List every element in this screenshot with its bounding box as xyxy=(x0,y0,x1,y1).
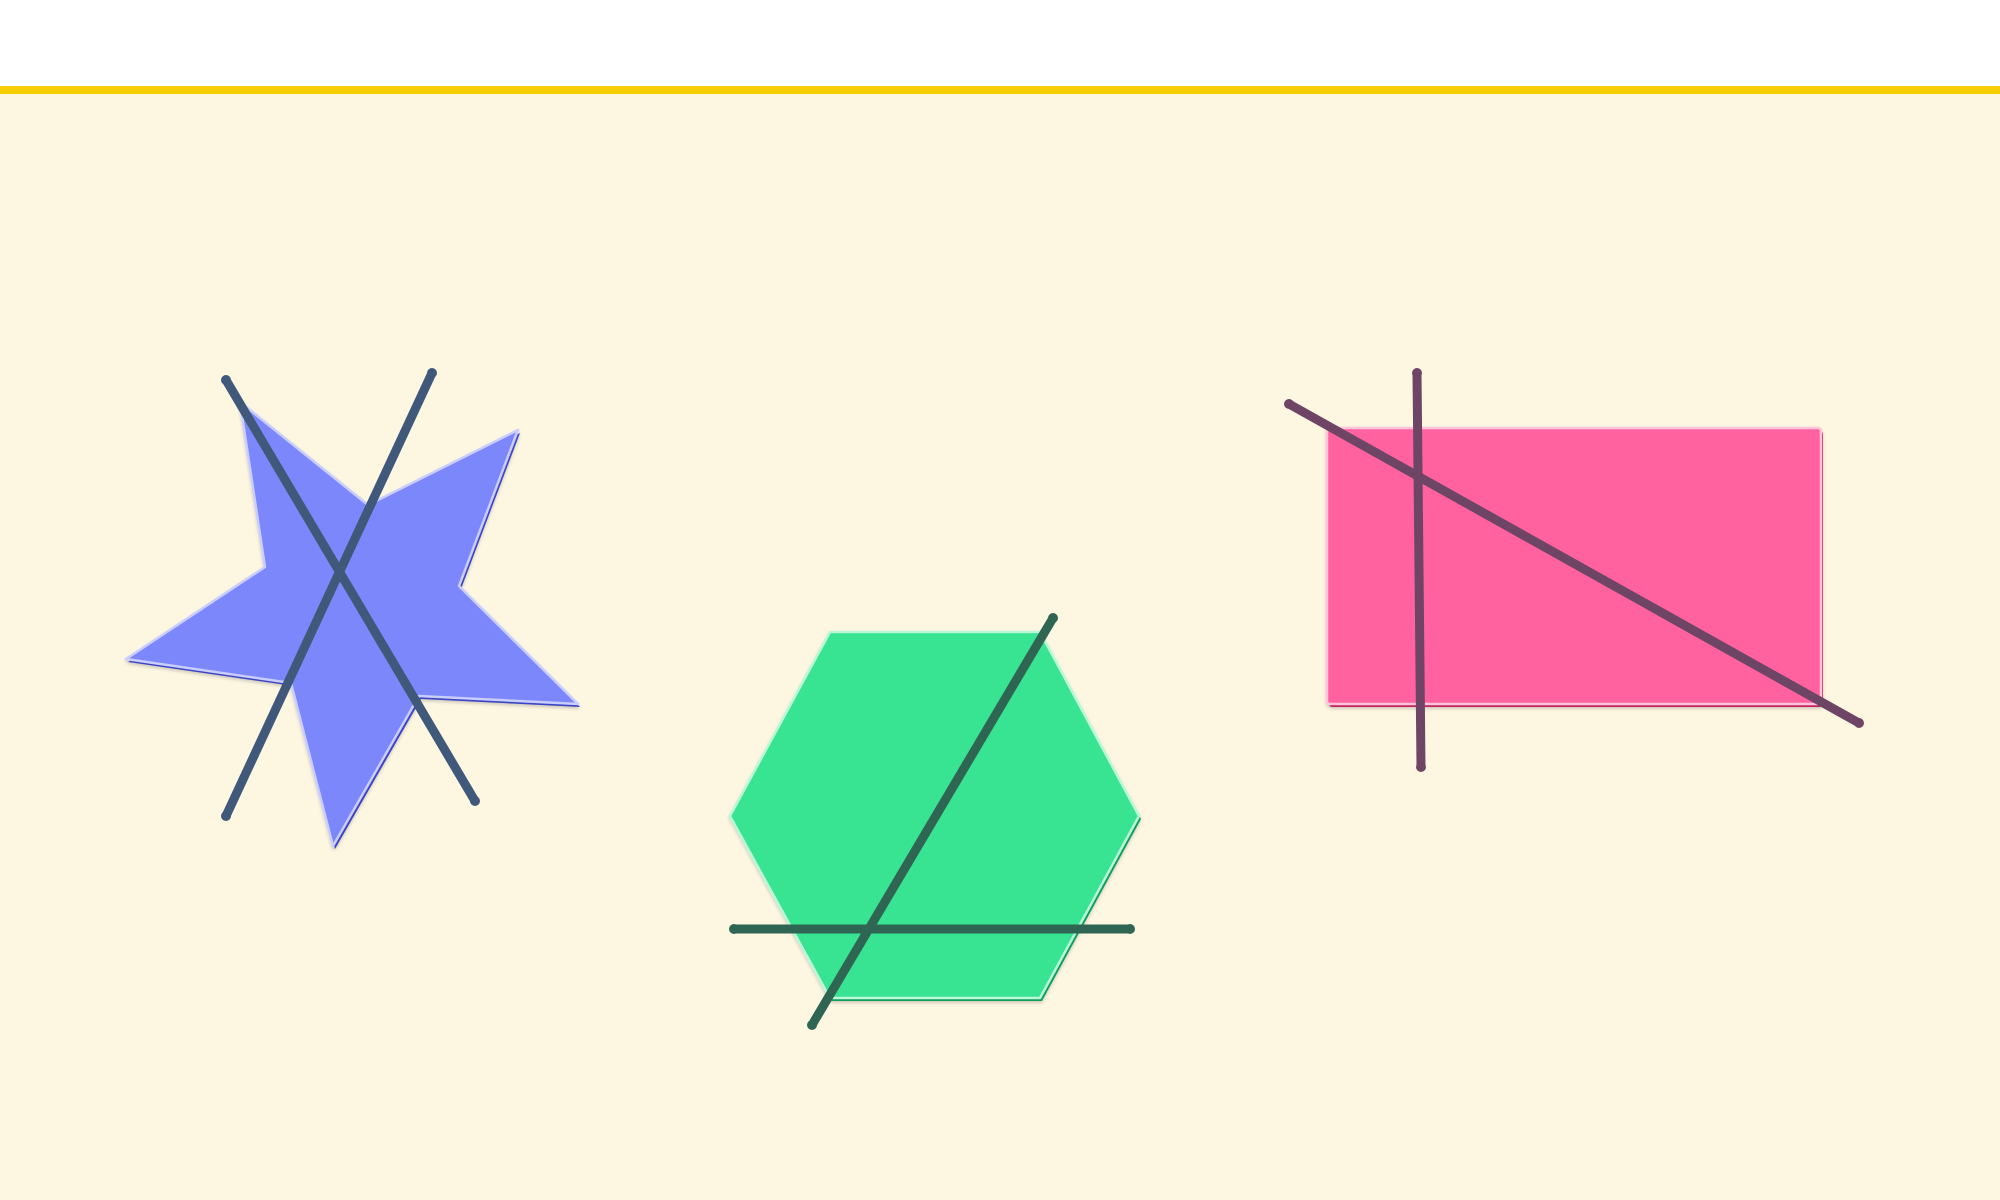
rectangle-cut-line-2[interactable] xyxy=(1412,368,1426,772)
rectangle-cut-line-2-end-handle[interactable] xyxy=(1416,762,1426,772)
star-cut-line-2-start-handle[interactable] xyxy=(427,368,437,378)
hexagon-cut-line-2-start-handle[interactable] xyxy=(729,924,739,934)
rectangle-cut-line-1-end-handle[interactable] xyxy=(1854,718,1864,728)
hexagon-cut-line-1-start-handle[interactable] xyxy=(1048,613,1058,623)
hexagon-cut-line-1-end-handle[interactable] xyxy=(807,1020,817,1030)
header-bar xyxy=(0,0,2000,88)
rectangle-cut-line-2-start-handle[interactable] xyxy=(1412,368,1422,378)
header-divider xyxy=(0,86,2000,94)
star-cut-line-2-end-handle[interactable] xyxy=(221,811,231,821)
star-cut-line-1-start-handle[interactable] xyxy=(221,375,231,385)
hexagon-cut-line-1[interactable] xyxy=(807,613,1058,1030)
star-cut-line-2[interactable] xyxy=(221,368,437,821)
hexagon-cut-line-2-end-handle[interactable] xyxy=(1125,924,1135,934)
cut-lines xyxy=(221,368,1864,1030)
star-piece[interactable] xyxy=(124,400,580,849)
star-cut-line-1[interactable] xyxy=(221,375,480,806)
star-cut-line-1-end-handle[interactable] xyxy=(470,796,480,806)
star-shape xyxy=(124,400,580,848)
rectangle-cut-line-1[interactable] xyxy=(1284,399,1864,728)
rectangle-cut-line-1-start-handle[interactable] xyxy=(1284,399,1294,409)
